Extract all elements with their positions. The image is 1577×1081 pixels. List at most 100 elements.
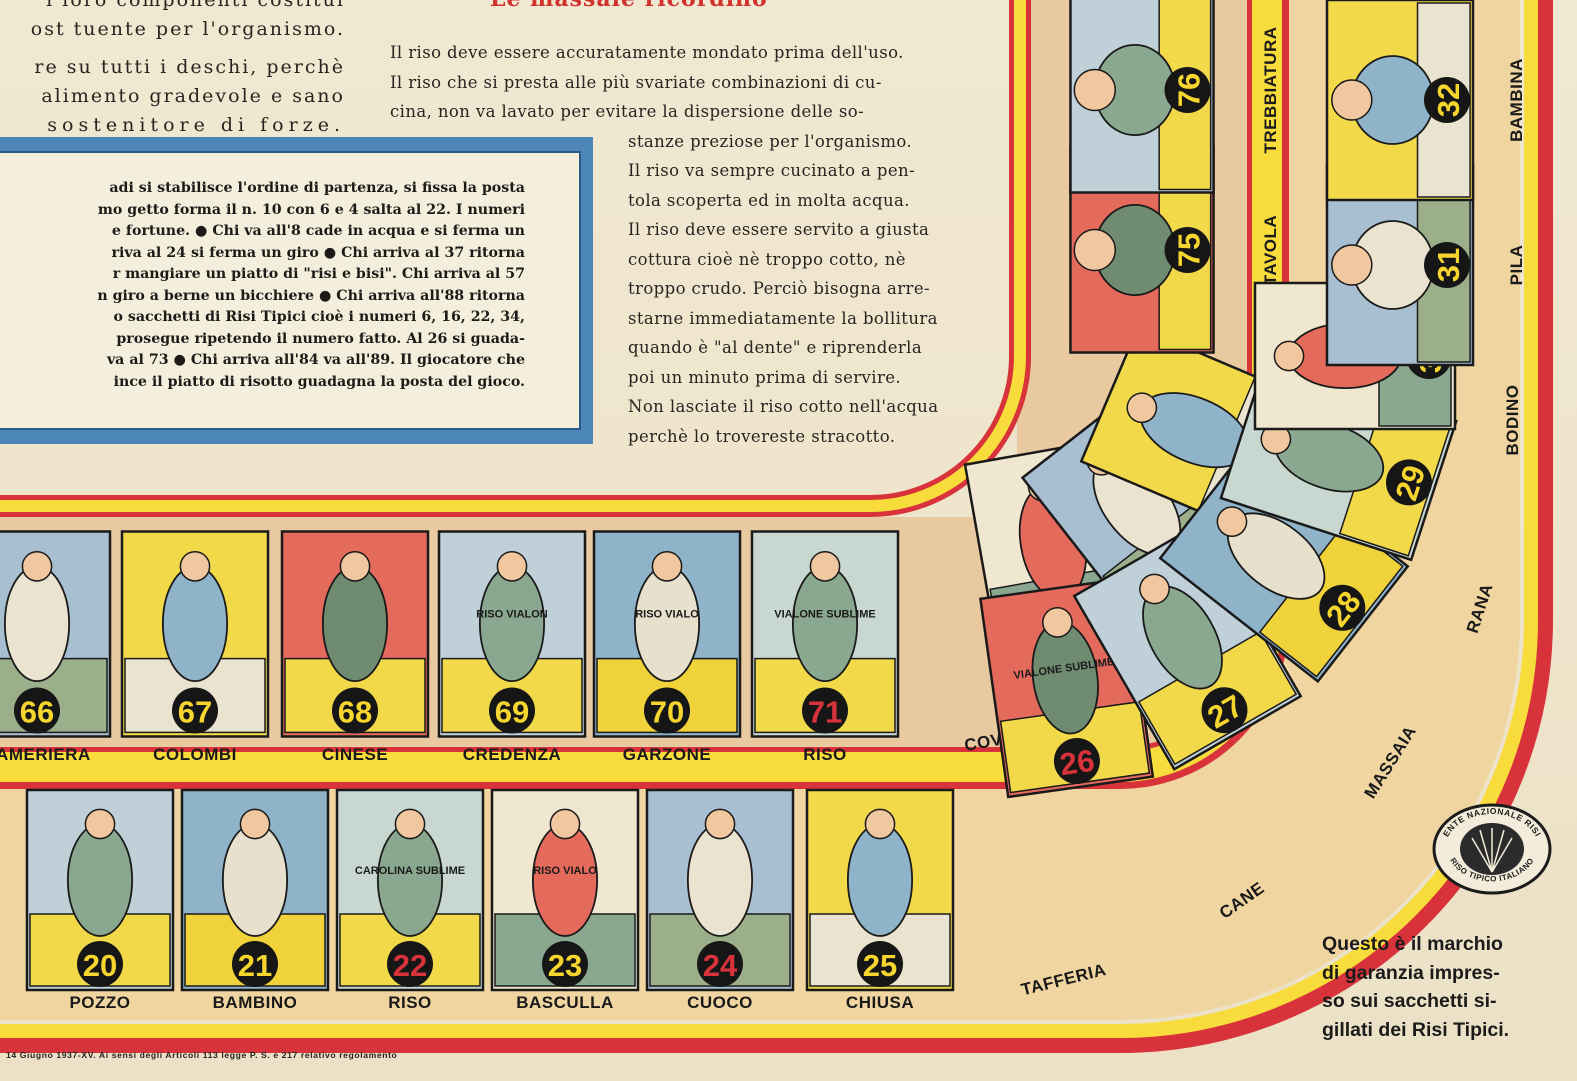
square-number: 76 xyxy=(1172,73,1207,107)
square-art-figure-head xyxy=(864,808,896,840)
square-art-rice-sack xyxy=(376,823,444,937)
square-number-badge xyxy=(14,687,60,734)
square-art-kitchen-cupboard xyxy=(478,565,546,683)
advice-line: perchè lo trovereste stracotto. xyxy=(628,426,896,446)
square-label: POZZO xyxy=(69,993,130,1012)
square-art-rice-sack xyxy=(791,565,859,683)
advice-line: cottura cioè nè troppo cotto, nè xyxy=(628,249,906,269)
board-square-21: 21 xyxy=(180,788,330,992)
square-number: 22 xyxy=(393,948,427,983)
board-square-25: 25 xyxy=(805,788,955,992)
board-square-32: 32 xyxy=(1325,0,1475,202)
square-art-figure-head xyxy=(496,551,528,582)
square-label: BODINO xyxy=(1503,385,1522,456)
square-label: COLOMBI xyxy=(153,745,237,764)
intro-text: i loro componenti costitui ost tuente pe… xyxy=(0,0,345,140)
square-art-figure-head xyxy=(84,808,116,840)
square-label: CAMERIERA xyxy=(0,745,91,764)
square-number: 70 xyxy=(650,695,684,730)
square-label: GARZONE xyxy=(623,745,712,764)
square-art-figure-head xyxy=(1073,68,1117,112)
square-number-badge xyxy=(1319,584,1366,631)
rules-line: ince il piatto di risotto guadagna la po… xyxy=(113,373,525,390)
rules-line: r mangiare un piatto di "risi e bisi". C… xyxy=(112,266,525,282)
square-art-chinese-man-eating xyxy=(321,565,389,683)
rice-pack-text: RISO VIALO xyxy=(533,865,597,877)
square-art-figure-head xyxy=(549,808,581,840)
square-art-child-with-pole xyxy=(221,823,289,937)
legal-footnote: 14 Giugno 1937-XV. Ai sensi degli Artico… xyxy=(6,1050,398,1060)
advice-line: Il riso che si presta alle più svariate … xyxy=(390,72,882,92)
square-label: CHIUSA xyxy=(846,993,914,1012)
square-number-badge xyxy=(857,941,903,987)
rules-frame xyxy=(0,137,593,444)
track-inner-yellow xyxy=(0,0,1026,512)
square-number-badge xyxy=(387,941,433,987)
square-number: 32 xyxy=(1431,83,1466,117)
square-art-figure-head xyxy=(1216,506,1248,537)
rice-pack-text: RISO VIALO xyxy=(635,609,699,621)
square-label: RISO xyxy=(388,993,432,1012)
square-label: TREBBIATURA xyxy=(1261,26,1280,153)
board-square-28: 28 xyxy=(1158,441,1410,684)
square-label: CUOCO xyxy=(687,993,753,1012)
square-number-badge xyxy=(1164,227,1211,273)
advice-line: Non lasciate il riso cotto nell'acqua xyxy=(628,397,939,416)
square-label: BAMBINA xyxy=(1507,58,1526,142)
advice-line: starne immediatamente la bollitura xyxy=(628,308,938,328)
square-art-figure-head xyxy=(1139,573,1170,605)
square-number-badge xyxy=(697,941,743,987)
square-label: TAVOLA xyxy=(1261,215,1280,285)
square-art-delivery-boy-with-basket xyxy=(633,565,701,683)
board-square-31: 31 xyxy=(1325,163,1475,367)
square-art-canal-lock xyxy=(846,823,914,937)
intro-line: alimento gradevole e sano xyxy=(41,85,345,107)
board-square-76: 76 xyxy=(1069,0,1215,194)
advice-line: Il riso deve essere servito a giusta xyxy=(628,220,930,239)
rules-line: adi si stabilisce l'ordine di partenza, … xyxy=(109,180,525,196)
board-square-67: 67 xyxy=(120,530,270,738)
square-number: 26 xyxy=(1058,743,1097,782)
square-label: RISO xyxy=(803,745,847,764)
square-number-badge xyxy=(1201,687,1248,734)
advice-line: poi un minuto prima di servire. xyxy=(628,367,902,387)
square-number: 21 xyxy=(238,948,272,983)
square-number-badge xyxy=(644,687,690,734)
square-art-figure-head xyxy=(704,808,736,840)
guarantee-line: so sui sacchetti si- xyxy=(1322,990,1497,1012)
square-art-figure-head xyxy=(339,551,371,582)
square-art-chef-cooking xyxy=(686,823,754,937)
square-number-badge xyxy=(802,687,848,734)
board-square-22: CAROLINA SUBLIME 22 xyxy=(335,788,485,992)
track-inner-red xyxy=(0,0,1031,517)
square-art-maid-holding-rice-box xyxy=(3,565,71,683)
rules-text: adi si stabilisce l'ordine di partenza, … xyxy=(0,178,525,393)
square-label: BASCULLA xyxy=(516,993,614,1012)
rules-line: prosegue ripetendo il numero fatto. Al 2… xyxy=(116,330,525,347)
intro-line: i loro componenti costitui xyxy=(46,0,345,11)
square-art-child-feeding-pigeons xyxy=(161,565,229,683)
square-number-badge xyxy=(172,687,218,734)
lane-b-band xyxy=(0,0,1520,1020)
advice-line: stanze preziose per l'organismo. xyxy=(628,131,913,151)
square-art-figure-head xyxy=(1273,340,1305,372)
track-outer-yellow xyxy=(0,0,1538,1038)
advice-line: cina, non va lavato per evitare la dispe… xyxy=(390,102,865,121)
track-outer-border xyxy=(0,0,1553,1053)
square-number: 31 xyxy=(1431,248,1466,282)
advice-line: quando è "al dente" e riprenderla xyxy=(628,338,923,357)
guarantee-line: Questo è il marchio xyxy=(1322,933,1503,955)
rice-pack-text: CAROLINA SUBLIME xyxy=(355,865,465,877)
square-art-weighing-scale xyxy=(531,823,599,937)
square-art-figure-head xyxy=(394,808,426,840)
rules-line: riva al 24 si ferma un giro ● Chi arriva… xyxy=(111,244,526,261)
square-number-badge xyxy=(1424,242,1470,288)
square-number-badge xyxy=(332,687,378,734)
rice-pack-text: RISO VIALON xyxy=(476,609,548,621)
guarantee-note: Questo è il marchio di garanzia impres- … xyxy=(1322,930,1557,1044)
rules-panel xyxy=(0,151,581,430)
square-number: 69 xyxy=(495,695,529,730)
intro-line: ost tuente per l'organismo. xyxy=(30,18,345,40)
